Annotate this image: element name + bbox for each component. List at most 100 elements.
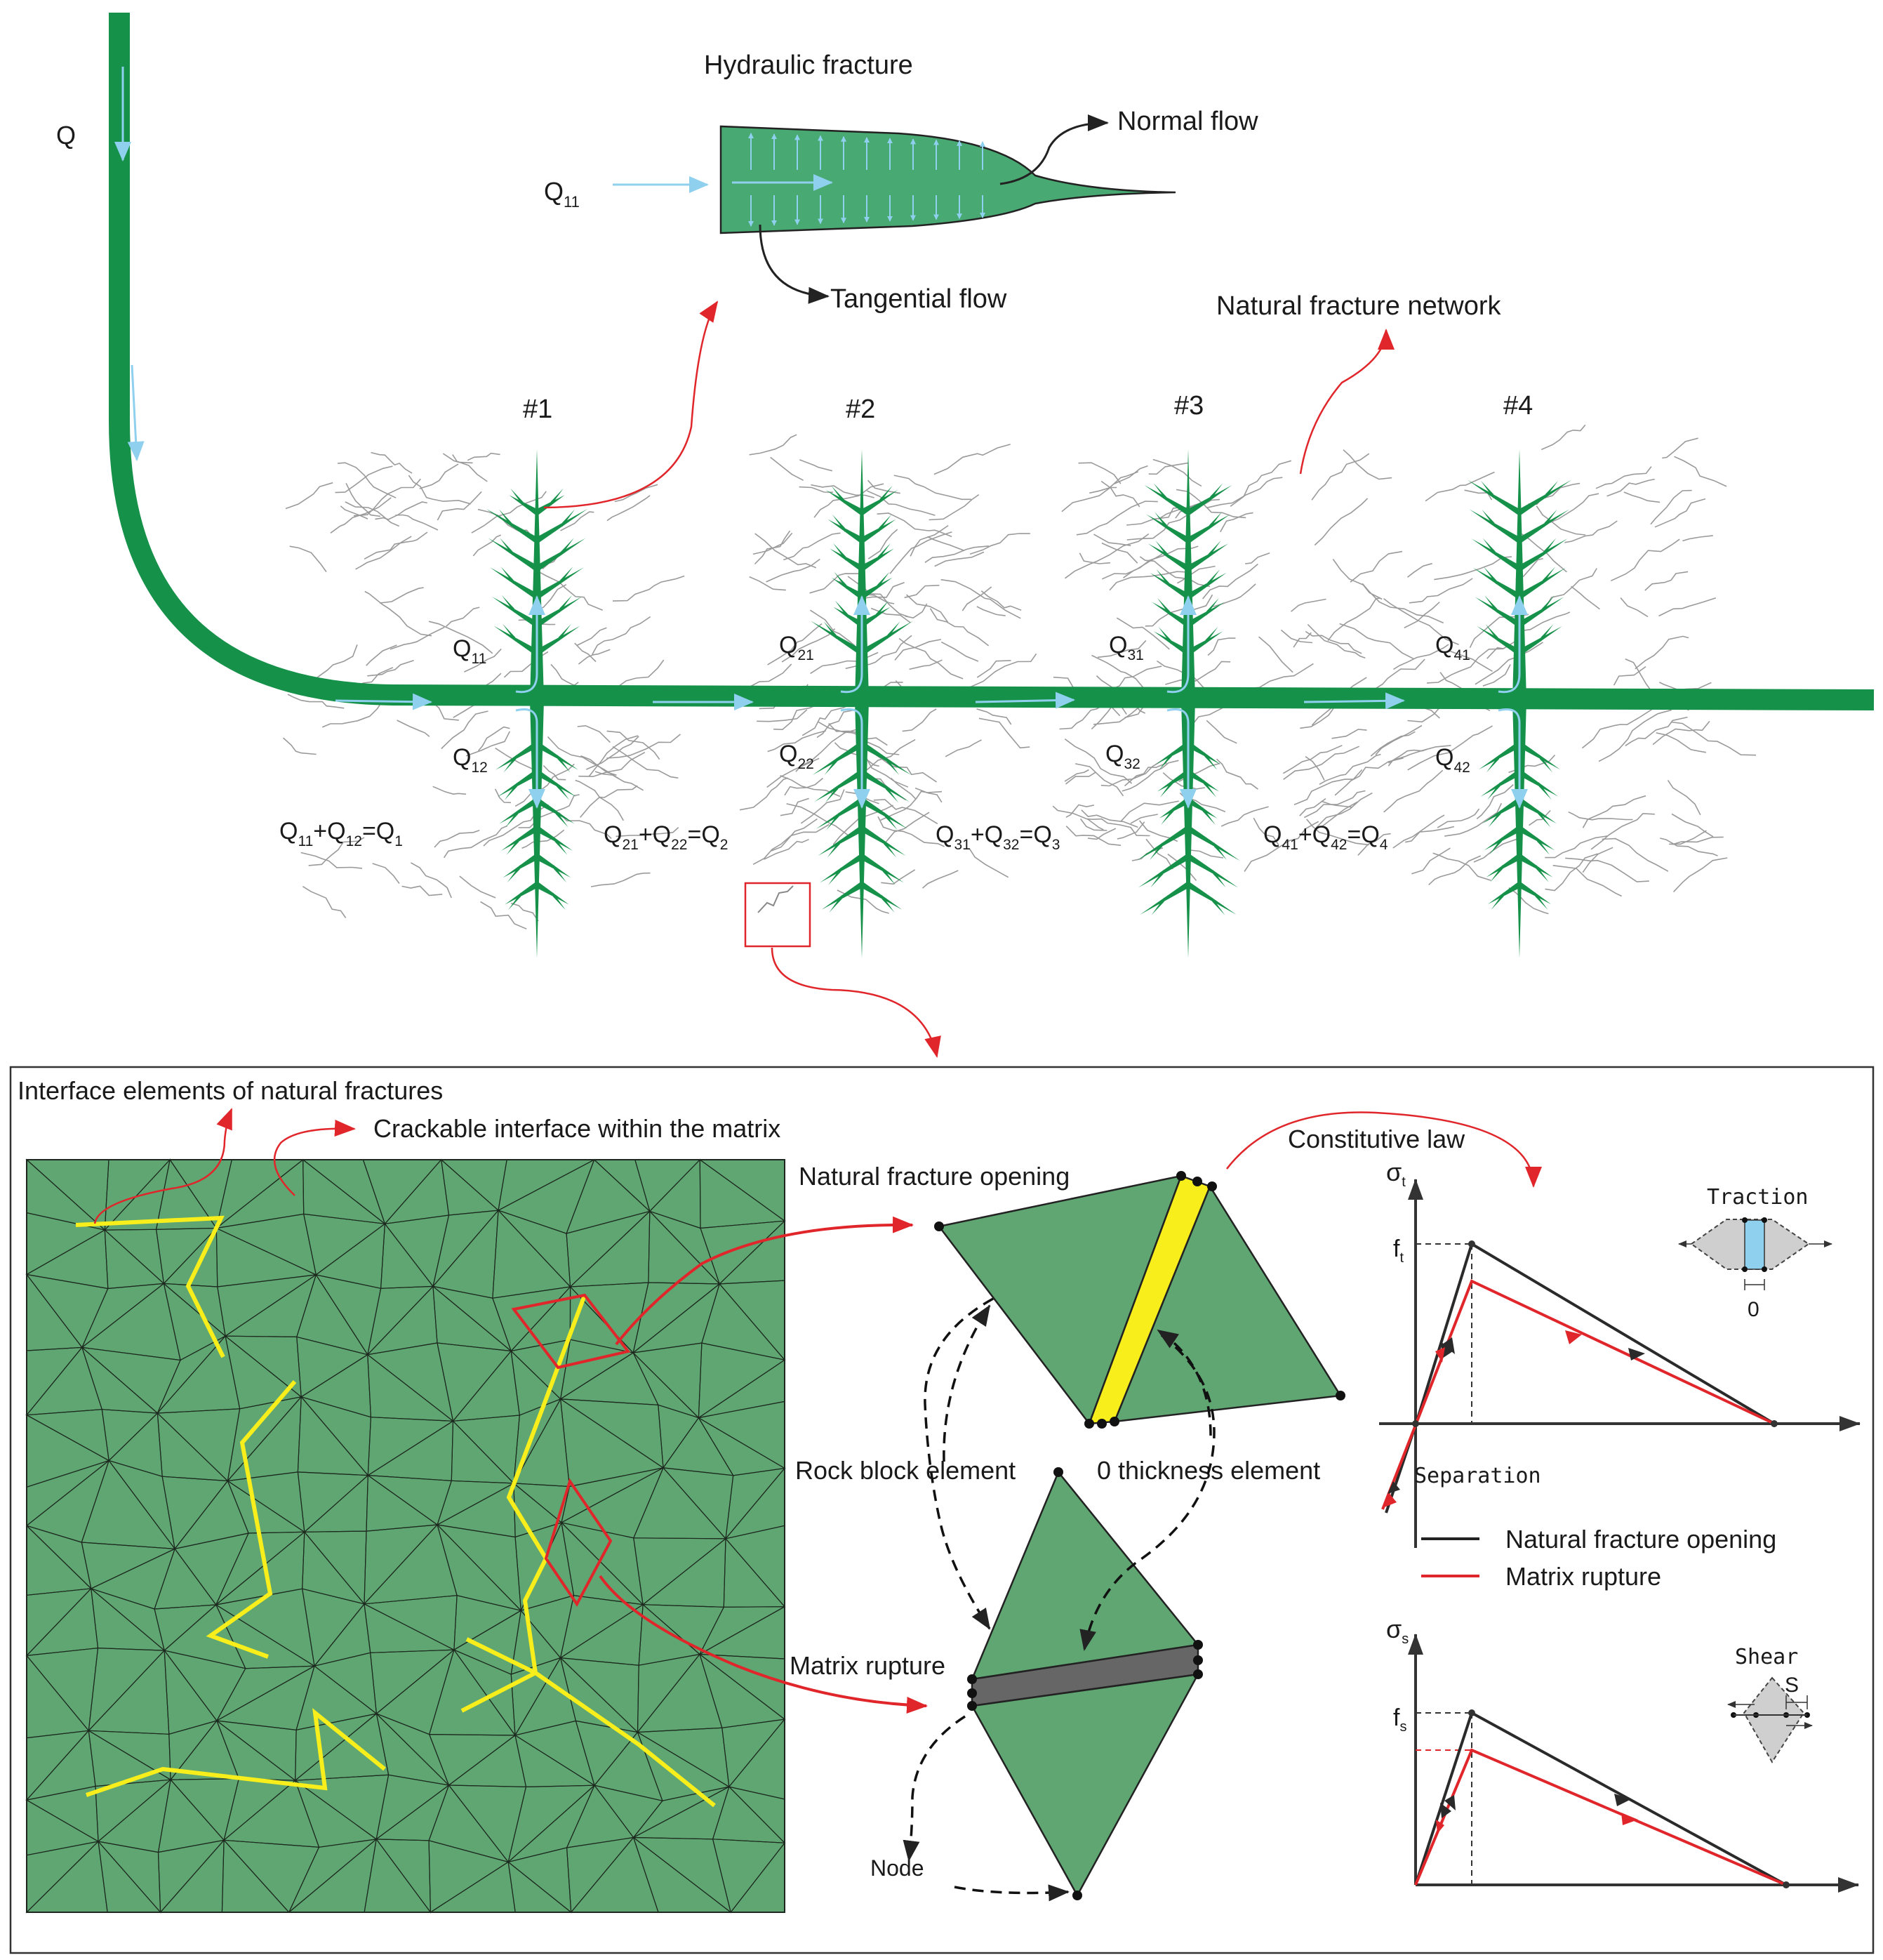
natural-fracture-trace xyxy=(472,534,502,557)
fracture-twig xyxy=(834,600,848,618)
natural-fracture-trace xyxy=(1162,772,1206,790)
natural-fracture-trace xyxy=(1469,614,1529,649)
natural-fracture-trace xyxy=(1674,456,1727,487)
rock-block-bottom xyxy=(971,1673,1200,1898)
natural-fracture-trace xyxy=(364,590,432,637)
natural-fracture-trace xyxy=(739,777,789,811)
natural-fracture-trace xyxy=(366,644,397,666)
fracture-branch xyxy=(1188,543,1229,572)
natural-fracture-trace xyxy=(1409,578,1473,604)
fracture-twig xyxy=(1541,595,1555,614)
natural-fracture-trace xyxy=(543,764,566,781)
q-up-3: Q31 xyxy=(1109,632,1144,663)
natural-fracture-trace xyxy=(547,736,620,779)
natural-fracture-trace xyxy=(811,484,874,498)
natural-fracture-trace xyxy=(1093,534,1131,546)
natural-fracture-trace xyxy=(1177,565,1216,584)
fracture-twig xyxy=(557,755,571,773)
natural-fracture-trace xyxy=(786,803,850,837)
natural-fracture-trace xyxy=(1518,611,1571,632)
natural-fracture-trace xyxy=(837,889,889,914)
fracture-twig xyxy=(1482,538,1496,556)
natural-fracture-trace xyxy=(940,578,1021,619)
mesh-triangle xyxy=(221,1839,291,1913)
natural-fracture-trace xyxy=(592,616,651,655)
fracture-twig xyxy=(555,809,568,828)
natural-fracture-trace xyxy=(780,797,809,816)
wellbore xyxy=(109,13,1875,710)
natural-fracture-trace xyxy=(1307,623,1366,658)
fracture-twig xyxy=(1158,626,1171,644)
natural-fracture-trace xyxy=(1667,779,1701,816)
natural-fracture-trace xyxy=(929,608,990,647)
natural-fracture-trace xyxy=(1316,792,1373,828)
fracture-branch xyxy=(1140,881,1188,915)
flow-split xyxy=(840,673,863,724)
fracture-twig xyxy=(885,785,898,803)
stage-label-1: #1 xyxy=(523,395,552,424)
fracture-twig xyxy=(1161,807,1174,825)
fracture-branch xyxy=(537,538,586,572)
highlighted-element-lower xyxy=(544,1478,613,1607)
natural-fracture-trace xyxy=(893,475,971,501)
natural-fracture-trace xyxy=(1258,636,1293,673)
legend-label-natural: Natural fracture opening xyxy=(1505,1525,1776,1554)
natural-fracture-trace xyxy=(1644,571,1689,591)
normal-flow-arrow xyxy=(999,114,1109,185)
natural-fracture-trace xyxy=(442,453,473,464)
fracture-twig xyxy=(1210,483,1223,501)
rock-block-element-label: Rock block element xyxy=(795,1456,1016,1485)
mesh-triangle xyxy=(364,1838,432,1913)
natural-fracture-trace xyxy=(1088,828,1117,840)
fracture-branch xyxy=(509,495,537,516)
natural-fracture-trace xyxy=(1375,724,1423,755)
natural-fracture-trace xyxy=(1305,755,1325,781)
fracture-twig xyxy=(1488,809,1501,828)
natural-fracture-trace xyxy=(1598,709,1672,762)
natural-fracture-trace xyxy=(873,799,938,825)
fracture-twig xyxy=(1212,897,1225,915)
natural-fracture-trace xyxy=(1065,804,1095,818)
natural-fracture-trace xyxy=(437,491,482,521)
fracture-branch xyxy=(1150,572,1188,600)
natural-fracture-trace xyxy=(590,872,651,887)
stage-labels: #1 #2 #3 #4 xyxy=(523,391,1533,424)
natural-fracture-trace xyxy=(770,456,804,481)
natural-fracture-trace xyxy=(408,475,471,505)
natural-fracture-trace xyxy=(1654,498,1706,528)
natural-fracture-trace xyxy=(1565,857,1649,882)
natural-fracture-trace xyxy=(558,812,612,840)
tension-chart-points xyxy=(1412,1240,1778,1427)
natural-fracture-trace xyxy=(809,609,856,647)
natural-fracture-interface xyxy=(86,1707,386,1797)
natural-fracture-trace xyxy=(1282,745,1343,774)
natural-fracture-trace xyxy=(1392,644,1449,670)
callout-to-hydraulic-fracture xyxy=(543,300,719,509)
shear-y-label: σs xyxy=(1386,1615,1409,1647)
fracture-twig xyxy=(1538,782,1552,800)
natural-fracture-trace xyxy=(1582,795,1646,828)
natural-fracture-trace xyxy=(1405,826,1455,843)
natural-fracture-trace xyxy=(1652,720,1710,746)
natural-fracture-trace xyxy=(594,771,644,791)
natural-fracture-trace xyxy=(1437,808,1480,828)
fracture-twig xyxy=(500,567,514,585)
natural-fracture-trace xyxy=(1293,769,1363,805)
natural-fracture-trace xyxy=(1303,790,1366,819)
natural-fracture-trace xyxy=(1581,708,1654,749)
fracture-branch xyxy=(537,769,577,797)
natural-fracture-trace xyxy=(367,659,414,677)
natural-fracture-trace xyxy=(401,885,443,896)
fracture-twig xyxy=(1486,755,1499,773)
natural-fracture-trace xyxy=(867,529,898,559)
fracture-branch xyxy=(1519,853,1553,878)
fracture-twig xyxy=(1543,567,1555,585)
natural-fracture-trace xyxy=(867,479,900,494)
fracture-twig xyxy=(1491,892,1504,910)
natural-fracture-trace xyxy=(767,730,827,753)
fracture-twig xyxy=(1207,569,1220,587)
natural-fracture-trace xyxy=(889,531,952,574)
natural-fracture-interface xyxy=(206,1380,297,1659)
fracture-twig xyxy=(828,867,841,885)
fracture-twig xyxy=(1204,752,1218,770)
